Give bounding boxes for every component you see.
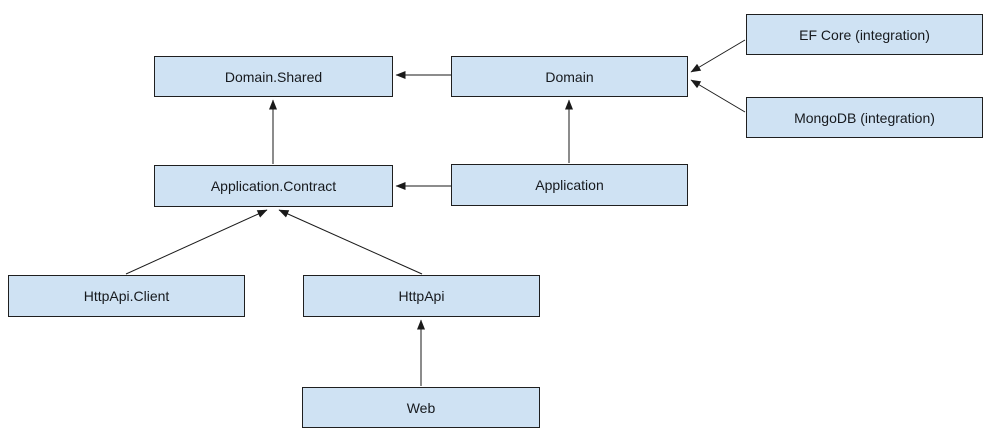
node-application: Application	[451, 164, 688, 206]
node-mongodb: MongoDB (integration)	[746, 97, 983, 138]
node-label: Web	[406, 399, 436, 416]
node-domain-shared: Domain.Shared	[154, 56, 393, 97]
node-label: Domain	[545, 68, 594, 85]
node-label: Domain.Shared	[224, 68, 323, 85]
node-label: EF Core (integration)	[799, 26, 930, 43]
node-label: Application.Contract	[210, 178, 337, 194]
node-httpapi: HttpApi	[303, 275, 540, 317]
node-label: HttpApi.Client	[83, 288, 170, 304]
node-application-contract: Application.Contract	[154, 165, 393, 207]
node-label: HttpApi	[398, 288, 445, 304]
node-label: Application	[535, 177, 604, 193]
node-httpapi-client: HttpApi.Client	[8, 275, 245, 317]
edge-mongodb-to-domain	[690, 79, 746, 113]
edge-httpapi-to-application-contract	[278, 209, 423, 275]
node-label: MongoDB (integration)	[794, 109, 935, 126]
node-ef-core: EF Core (integration)	[746, 14, 983, 55]
edge-ef-core-to-domain	[690, 39, 746, 73]
edge-httpapi-client-to-application-contract	[125, 209, 268, 275]
node-web: Web	[302, 387, 540, 428]
node-domain: Domain	[451, 56, 688, 97]
